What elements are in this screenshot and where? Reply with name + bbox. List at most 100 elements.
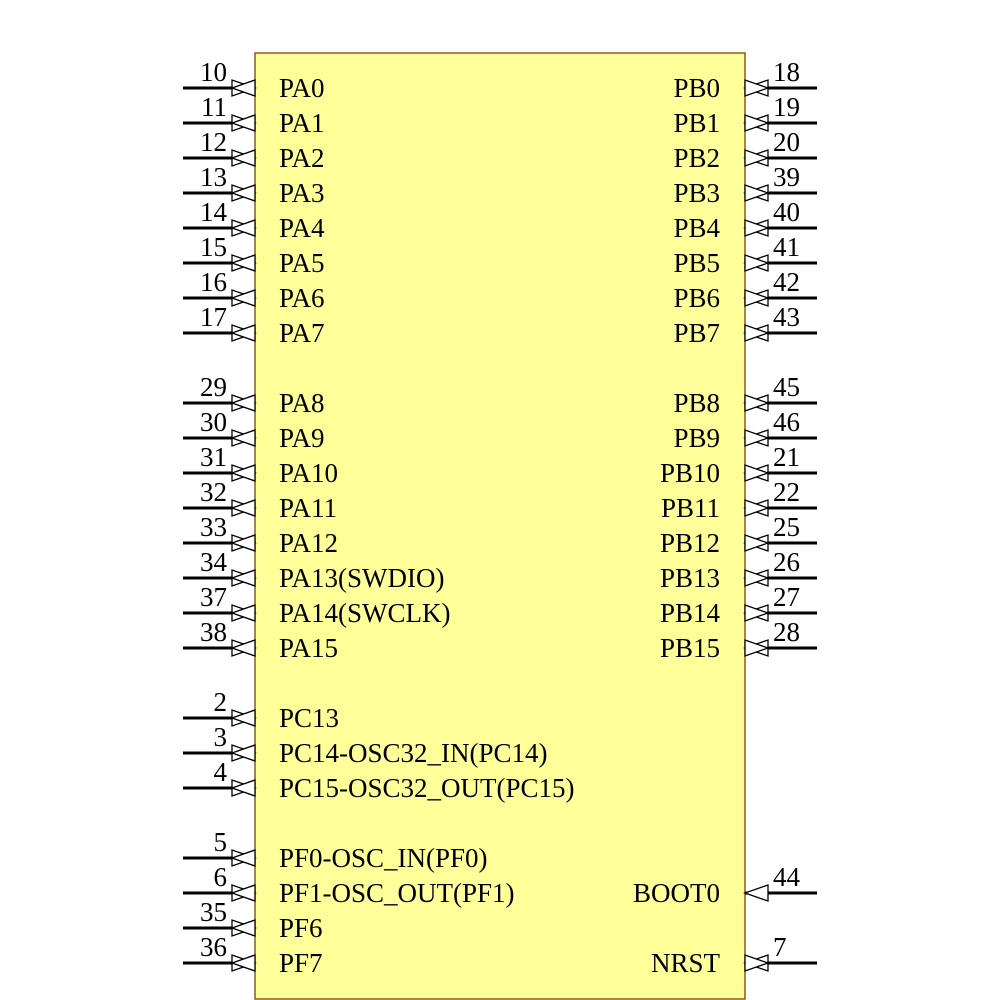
pin-label: PC14-OSC32_IN(PC14) <box>279 738 548 768</box>
pin-number: 22 <box>773 477 800 507</box>
pin-label: PB1 <box>673 108 720 138</box>
pin-number: 18 <box>773 57 800 87</box>
pin-direction-arrow-icon <box>230 744 256 762</box>
pin-label: PB8 <box>673 388 720 418</box>
pin-number: 43 <box>773 302 800 332</box>
pin-label: PA15 <box>279 633 338 663</box>
pin-label: PA7 <box>279 318 325 348</box>
pin-label: PF7 <box>279 948 323 978</box>
pin-number: 6 <box>214 862 228 892</box>
pin-label: NRST <box>651 948 721 978</box>
pin-direction-arrow-icon <box>744 394 770 412</box>
pin-number: 26 <box>773 547 800 577</box>
pin-number: 34 <box>200 547 228 577</box>
pin-number: 30 <box>200 407 227 437</box>
pin-label: PC15-OSC32_OUT(PC15) <box>279 773 575 803</box>
pin-number: 28 <box>773 617 800 647</box>
pin-label: PA13(SWDIO) <box>279 563 445 593</box>
ic-body <box>254 52 746 1000</box>
pin-direction-arrow-icon <box>230 184 256 202</box>
pin-label: PA9 <box>279 423 325 453</box>
pin-label: PA4 <box>279 213 325 243</box>
pin-direction-arrow-icon <box>230 429 256 447</box>
pin-label: PF6 <box>279 913 323 943</box>
pin-direction-arrow-icon <box>230 254 256 272</box>
pin-label: PB12 <box>660 528 720 558</box>
pin-number: 20 <box>773 127 800 157</box>
pin-label: PA0 <box>279 73 325 103</box>
pin-number: 40 <box>773 197 800 227</box>
pin-label: PB10 <box>660 458 720 488</box>
pin-label: PC13 <box>279 703 339 733</box>
pin-direction-arrow-icon <box>744 149 770 167</box>
pin-direction-arrow-icon <box>744 954 770 972</box>
pin-label: PB2 <box>673 143 720 173</box>
pin-label: PA2 <box>279 143 325 173</box>
pin-direction-arrow-icon <box>230 639 256 657</box>
pin-direction-arrow-icon <box>744 219 770 237</box>
pin-direction-arrow-icon <box>230 499 256 517</box>
pin-direction-arrow-icon <box>230 569 256 587</box>
pin-label: PB5 <box>673 248 720 278</box>
pin-direction-arrow-icon <box>744 184 770 202</box>
pin-number: 45 <box>773 372 800 402</box>
pin-number: 35 <box>200 897 227 927</box>
pin-number: 19 <box>773 92 800 122</box>
pin-label: PB0 <box>673 73 720 103</box>
pin-number: 44 <box>773 862 801 892</box>
pin-label: PA8 <box>279 388 325 418</box>
pin-direction-arrow-icon <box>230 219 256 237</box>
pin-direction-arrow-icon <box>744 429 770 447</box>
pin-number: 46 <box>773 407 800 437</box>
pin-label: PA5 <box>279 248 325 278</box>
pin-number: 37 <box>200 582 227 612</box>
pin-label: PA14(SWCLK) <box>279 598 451 628</box>
pin-number: 42 <box>773 267 800 297</box>
pin-number: 11 <box>201 92 227 122</box>
pin-number: 12 <box>200 127 227 157</box>
pin-direction-arrow-icon <box>744 79 770 97</box>
pin-label: PF0-OSC_IN(PF0) <box>279 843 488 873</box>
pin-number: 5 <box>214 827 228 857</box>
pin-label: PB4 <box>673 213 720 243</box>
pin-direction-arrow-icon <box>230 849 256 867</box>
pin-label: PA10 <box>279 458 338 488</box>
pin-label: BOOT0 <box>633 878 720 908</box>
pin-label: PA3 <box>279 178 325 208</box>
pin-number: 31 <box>200 442 227 472</box>
pin-number: 41 <box>773 232 800 262</box>
pin-number: 21 <box>773 442 800 472</box>
pin-number: 3 <box>214 722 228 752</box>
pin-number: 7 <box>773 932 787 962</box>
pin-direction-arrow-icon <box>230 954 256 972</box>
